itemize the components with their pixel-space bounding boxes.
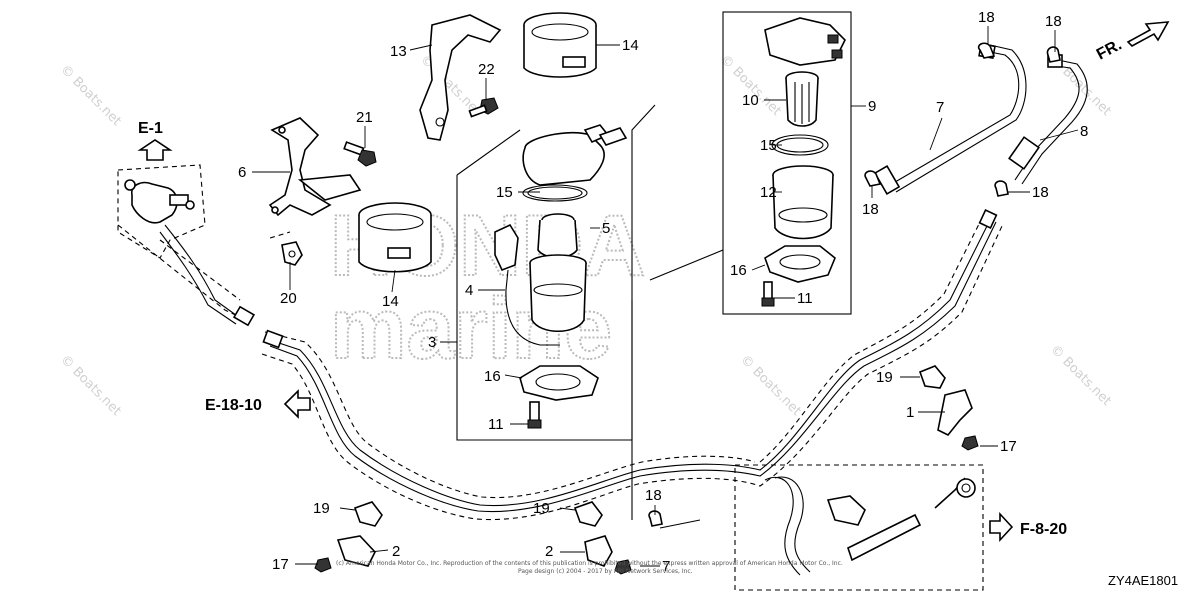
reference-f820[interactable]: F-8-20 <box>989 511 1067 543</box>
callout-15: 15 <box>496 184 513 201</box>
part-7-hose <box>873 42 1027 195</box>
callout-18: 18 <box>978 9 995 26</box>
callout-11: 11 <box>797 290 813 307</box>
callout-4: 4 <box>465 282 473 299</box>
left-arrow-icon <box>283 389 311 419</box>
callout-18: 18 <box>645 487 662 504</box>
reference-e1810-label[interactable]: E-18-10 <box>205 397 262 414</box>
valve-assembly <box>117 164 206 259</box>
diagram-code: ZY4AE1801 <box>1108 573 1178 588</box>
callout-10: 10 <box>742 92 759 109</box>
part-1-bracket-right <box>918 365 979 451</box>
footer-design-credit: Page design (c) 2004 - 2017 by ARI Netwo… <box>518 568 693 575</box>
part-6-bracket <box>268 117 362 217</box>
part-14-holder-top <box>523 12 597 78</box>
callout-18: 18 <box>1045 13 1062 30</box>
part-20-clip <box>269 231 303 266</box>
part-2-bracket-middle <box>573 501 632 575</box>
callout-19: 19 <box>533 500 550 517</box>
callouts: 13 14 22 21 6 20 14 15 5 4 3 16 11 10 9 … <box>238 9 1088 575</box>
callout-13: 13 <box>390 43 407 60</box>
part-18-clips <box>648 42 1061 527</box>
reference-e1[interactable]: E-1 <box>137 120 173 161</box>
copyright-watermark: © Boats.net <box>57 62 124 129</box>
callout-19: 19 <box>313 500 330 517</box>
copyright-watermark: © Boats.net <box>737 352 804 419</box>
part-9-filter-assembly <box>649 11 852 315</box>
callout-1: 1 <box>906 404 914 421</box>
arrow-up-right-icon <box>1126 21 1170 47</box>
watermark-layer: HONDA marine © Boats.net © Boats.net © B… <box>57 52 1114 419</box>
callout-11: 11 <box>488 416 504 433</box>
callout-16: 16 <box>484 368 501 385</box>
callout-17: 17 <box>1000 438 1017 455</box>
copyright-watermark: © Boats.net <box>57 352 124 419</box>
part-2-bracket-left <box>314 501 383 573</box>
callout-9: 9 <box>868 98 876 115</box>
callout-7: 7 <box>662 558 670 575</box>
callout-19: 19 <box>876 369 893 386</box>
callout-21: 21 <box>356 109 373 126</box>
callout-7: 7 <box>936 99 944 116</box>
up-arrow-icon <box>137 139 173 161</box>
footer-copyright: (c) American Honda Motor Co., Inc. Repro… <box>336 560 843 567</box>
callout-3: 3 <box>428 334 436 351</box>
reference-e1810[interactable]: E-18-10 <box>205 389 311 419</box>
callout-16: 16 <box>730 262 747 279</box>
callout-18: 18 <box>862 201 879 218</box>
callout-2: 2 <box>392 543 400 560</box>
reference-f820-label[interactable]: F-8-20 <box>1020 521 1067 538</box>
part-3-filter-assembly <box>456 104 656 520</box>
part-13-bracket <box>419 14 502 141</box>
callout-17: 17 <box>272 556 289 573</box>
callout-5: 5 <box>602 220 610 237</box>
part-22-bolt <box>468 97 499 118</box>
callout-12: 12 <box>760 184 777 201</box>
part-21-bolt <box>343 141 377 167</box>
callout-14: 14 <box>382 293 399 310</box>
fuel-pipe <box>117 209 1003 521</box>
callout-6: 6 <box>238 164 246 181</box>
callout-15: 15 <box>760 137 777 154</box>
part-14-holder-left <box>358 202 432 273</box>
front-direction-indicator: FR. <box>1094 21 1170 64</box>
leader-lines <box>252 26 1079 567</box>
reference-e1-label[interactable]: E-1 <box>138 120 163 137</box>
callout-20: 20 <box>280 290 297 307</box>
copyright-watermark: © Boats.net <box>1047 342 1114 409</box>
callout-14: 14 <box>622 37 639 54</box>
callout-18: 18 <box>1032 184 1049 201</box>
callout-2: 2 <box>545 543 553 560</box>
f820-section <box>734 464 984 591</box>
callout-22: 22 <box>478 61 495 78</box>
front-direction-label: FR. <box>1094 36 1125 63</box>
callout-8: 8 <box>1080 123 1088 140</box>
right-arrow-icon <box>989 511 1014 543</box>
